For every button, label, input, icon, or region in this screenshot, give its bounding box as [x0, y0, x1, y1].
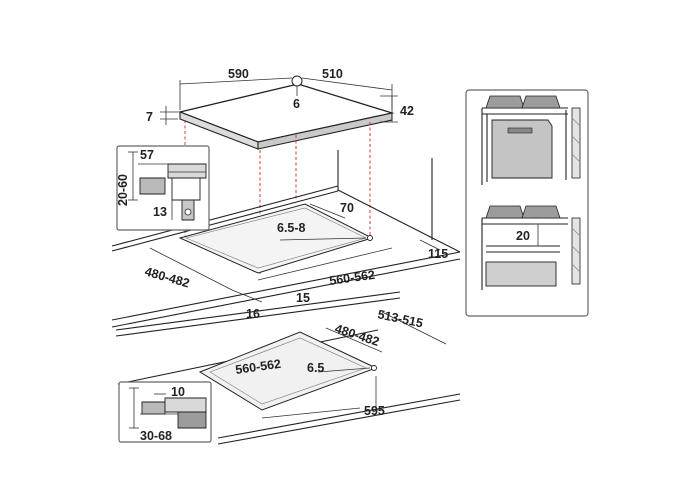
cutout-corner-radius-label: 6.5-8 [277, 221, 306, 235]
cutout-lower-margin-label: 16 [246, 307, 260, 321]
hob-total-height-label: 42 [400, 104, 414, 118]
detail-box-upper [116, 145, 210, 231]
side-gap-label: 20 [516, 229, 530, 243]
detail-width-label: 57 [140, 148, 154, 162]
lower-detail-thickness-label: 30-68 [140, 429, 172, 443]
cutout-front-margin-label: 15 [296, 291, 310, 305]
cutout-rear-margin-label: 70 [340, 201, 354, 215]
bottom-outer-depth-label: 513-515 [376, 307, 424, 330]
hob-width-label: 590 [228, 67, 249, 81]
bottom-width-label: 560-562 [234, 357, 281, 377]
cutout-width-label: 560-562 [328, 268, 375, 288]
hob-plate [177, 83, 395, 150]
hob-center-label: 6 [293, 97, 300, 111]
hob-depth-label: 510 [322, 67, 343, 81]
bottom-corner-radius-label: 6.5 [307, 361, 324, 375]
countertop-upper [111, 150, 461, 328]
hob-dimension-lines [160, 75, 398, 125]
side-installation-panel [465, 89, 589, 317]
cutout-depth-label: 480-482 [143, 264, 191, 290]
countertop-lower [115, 291, 461, 445]
hob-front-height-label: 7 [146, 110, 153, 124]
bottom-outer-width-label: 595 [364, 404, 385, 418]
bottom-depth-label: 480-482 [333, 322, 381, 350]
detail-height-label: 20-60 [116, 174, 130, 206]
lower-detail-offset-label: 10 [171, 385, 185, 399]
detail-offset-label: 13 [153, 205, 167, 219]
detail-box-lower [118, 381, 212, 443]
cutout-side-margin-label: 115 [428, 247, 448, 261]
